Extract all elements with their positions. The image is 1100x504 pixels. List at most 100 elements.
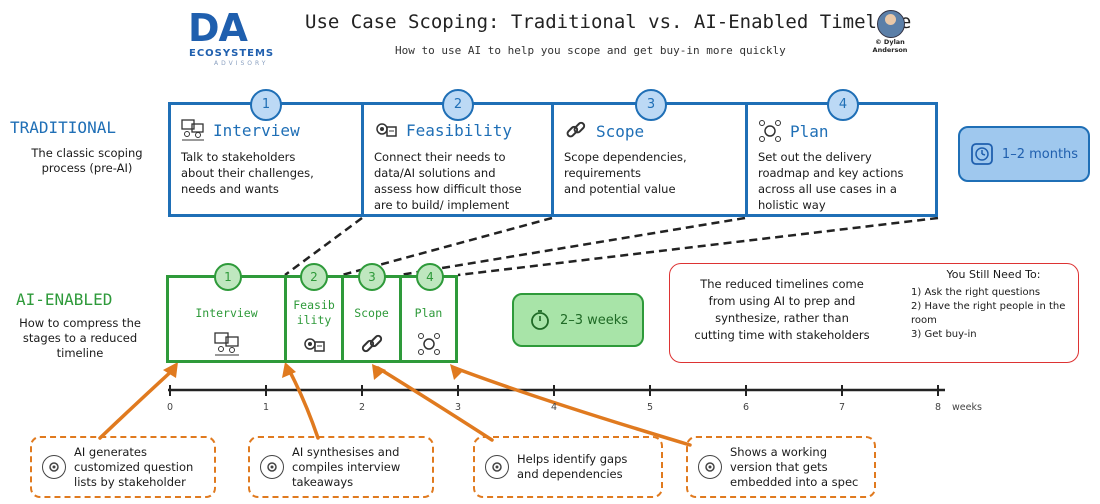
ai-duration-badge: 2–3 weeks — [512, 293, 644, 347]
axis-tick-label: 1 — [263, 402, 270, 413]
traditional-description: The classic scoping process (pre-AI) — [31, 146, 143, 175]
step-icon-wrap — [344, 332, 399, 358]
body-line: needs and wants — [181, 182, 279, 196]
interview-icon — [181, 119, 204, 141]
page-title: Use Case Scoping: Traditional vs. AI-Ena… — [305, 11, 912, 33]
callout-text: AI synthesises and compiles interview ta… — [292, 445, 400, 490]
note-line: synthesize, rather than — [715, 311, 849, 325]
step-title: Interview — [213, 120, 300, 140]
duration-label: 1–2 months — [1001, 146, 1079, 162]
gears-icon — [759, 120, 781, 142]
step-label: Plan — [414, 306, 443, 320]
body-line: Talk to stakeholders — [181, 150, 296, 164]
body-line: requirements — [564, 166, 641, 180]
ai-step-number: 2 — [300, 263, 328, 291]
body-line: Connect their needs to — [374, 150, 506, 164]
step-icon-wrap — [287, 334, 341, 356]
step-heading: Plan — [758, 119, 829, 143]
axis-tick-label: 8 — [935, 402, 942, 413]
gears-icon — [417, 333, 440, 355]
callout-line: lists by stakeholder — [74, 474, 186, 489]
ai-gear-icon — [42, 455, 66, 479]
note-box: The reduced timelines come from using AI… — [669, 263, 1079, 363]
callout-line: customized question — [74, 459, 194, 474]
traditional-step-interview: Interview Talk to stakeholders about the… — [168, 102, 364, 217]
stopwatch-icon — [531, 310, 549, 330]
callout-line: Helps identify gaps — [517, 452, 628, 466]
note-line: The reduced timelines come — [700, 277, 864, 291]
callout-question-lists: AI generates customized question lists b… — [30, 436, 216, 498]
callout-working-version: Shows a working version that gets embedd… — [686, 436, 876, 498]
axis-tick-label: 6 — [743, 402, 750, 413]
byline-line-2: Anderson — [872, 46, 908, 54]
interview-icon — [213, 332, 239, 356]
callout-line: version that gets — [730, 459, 828, 474]
note-line: cutting time with stakeholders — [694, 328, 870, 342]
body-line: about their challenges, — [181, 166, 314, 180]
link-icon — [566, 121, 586, 138]
callout-text: Shows a working version that gets embedd… — [730, 445, 858, 490]
body-line: Scope dependencies, — [564, 150, 687, 164]
still-need-heading: You Still Need To: — [946, 268, 1041, 281]
clock-icon — [971, 143, 993, 165]
callout-line: AI synthesises and — [292, 444, 400, 459]
traditional-step-number: 4 — [827, 89, 859, 121]
callout-gaps: Helps identify gaps and dependencies — [473, 436, 663, 498]
page-subtitle: How to use AI to help you scope and get … — [395, 44, 786, 57]
ai-step-number: 4 — [416, 263, 444, 291]
traditional-step-number: 1 — [250, 89, 282, 121]
step-body: Connect their needs to data/AI solutions… — [374, 149, 522, 213]
traditional-step-plan: Plan Set out the delivery roadmap and ke… — [745, 102, 938, 217]
step-icon-wrap — [169, 332, 284, 356]
logo-advisory: ADVISORY — [214, 60, 269, 67]
body-line: assess how difficult those — [374, 182, 522, 196]
axis-tick-label: 3 — [455, 402, 462, 413]
step-title: Plan — [790, 121, 829, 141]
axis-tick-label: 0 — [167, 402, 174, 413]
label-line: Feasib — [293, 298, 335, 312]
callout-line: embedded into a spec — [730, 474, 859, 489]
traditional-step-scope: Scope Scope dependencies, requirements a… — [551, 102, 748, 217]
step-title: Feasibility — [406, 120, 512, 140]
step-label: Interview — [195, 306, 258, 320]
traditional-step-number: 2 — [442, 89, 474, 121]
note-line: from using AI to prep and — [708, 294, 856, 308]
body-line: holistic way — [758, 198, 826, 212]
ai-gear-icon — [485, 455, 509, 479]
ai-step-number: 1 — [214, 263, 242, 291]
callout-line: AI generates — [74, 444, 148, 459]
ai-enabled-description: How to compress the stages to a reduced … — [19, 316, 141, 360]
step-heading: Scope — [564, 119, 644, 143]
step-label: Scope — [354, 306, 389, 320]
body-line: are to build/ implement — [374, 198, 510, 212]
axis-tick-label: 2 — [359, 402, 366, 413]
axis-tick-label: 4 — [551, 402, 558, 413]
traditional-step-feasibility: Feasibility Connect their needs to data/… — [361, 102, 554, 217]
still-need-item: 3) Get buy-in — [911, 329, 977, 340]
axis-tick-label: 5 — [647, 402, 654, 413]
step-body: Scope dependencies, requirements and pot… — [564, 149, 687, 197]
step-title: Scope — [596, 121, 645, 141]
callout-line: compiles interview — [292, 459, 401, 474]
callout-text: Helps identify gaps and dependencies — [517, 452, 627, 482]
author-byline: © Dylan Anderson — [870, 38, 910, 54]
traditional-title: TRADITIONAL — [10, 118, 116, 137]
axis-tick-label: 7 — [839, 402, 846, 413]
step-icon-wrap — [402, 332, 455, 356]
author-avatar — [877, 10, 905, 38]
ai-enabled-title: AI-ENABLED — [16, 290, 113, 309]
ai-gear-icon — [698, 455, 722, 479]
gear-chip-icon — [376, 123, 397, 137]
link-icon — [361, 334, 382, 353]
logo-da: DA — [188, 6, 248, 50]
body-line: Set out the delivery — [758, 150, 872, 164]
axis-unit-label: weeks — [952, 402, 982, 413]
step-heading: Feasibility — [374, 119, 512, 141]
ai-gear-icon — [260, 455, 284, 479]
callout-line: and dependencies — [517, 467, 623, 481]
byline-line-1: © Dylan — [875, 38, 905, 46]
body-line: and potential value — [564, 182, 676, 196]
callout-line: takeaways — [292, 474, 354, 489]
callout-line: Shows a working — [730, 444, 827, 459]
